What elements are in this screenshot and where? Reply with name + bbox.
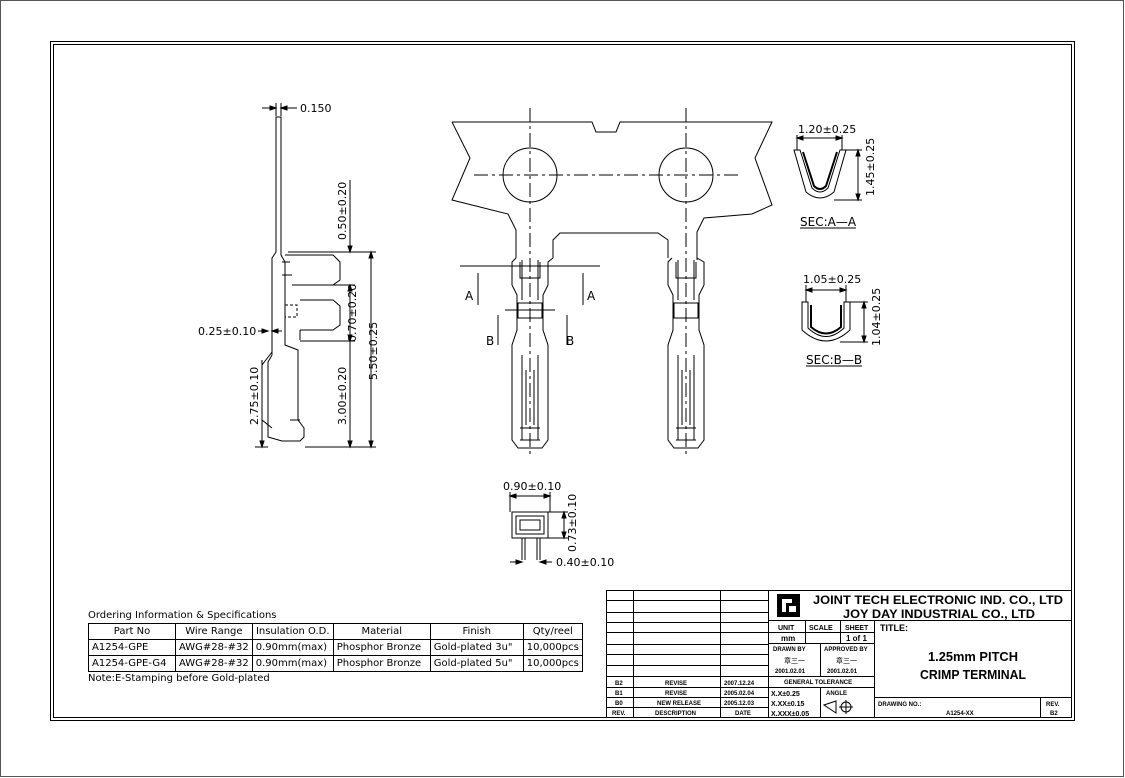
dim-550: 5.50±0.25 xyxy=(367,322,380,380)
dim-sb-height: 1.04±0.25 xyxy=(870,288,883,346)
unit-value: mm xyxy=(781,634,795,643)
dim-thickness: 0.150 xyxy=(300,102,332,115)
tolerance-2: X.XX±0.15 xyxy=(771,701,805,708)
table-row: A1254-GPE-G4 AWG#28-#32 0.90mm(max) Phos… xyxy=(88,655,583,672)
company-line2: JOY DAY INDUSTRIAL CO., LTD xyxy=(843,607,1035,621)
table-cell: 0.90mm(max) xyxy=(251,655,334,672)
table-cell: 10,000pcs xyxy=(522,639,583,656)
table-header-row: Part No Wire Range Insulation O.D. Mater… xyxy=(88,623,583,640)
column-header: Material xyxy=(332,623,431,640)
section-mark-a-right: A xyxy=(587,289,596,303)
revision-header-rev: REV. xyxy=(612,711,626,717)
tolerance-3: X.XXX±0.05 xyxy=(771,711,809,718)
drawn-date: 2001.02.01 xyxy=(775,669,806,675)
table-cell: AWG#28-#32 xyxy=(175,639,253,656)
end-view xyxy=(508,492,568,565)
ordering-caption: Ordering Information & Specifications xyxy=(88,610,277,621)
drawing-title-line2: CRIMP TERMINAL xyxy=(920,667,1026,682)
ordering-table: Part No Wire Range Insulation O.D. Mater… xyxy=(88,623,583,672)
dim-sa-height: 1.45±0.25 xyxy=(864,138,877,196)
revision-header-desc: DESCRIPTION xyxy=(655,711,696,717)
rev-value: B2 xyxy=(1050,711,1058,717)
table-cell: A1254-GPE xyxy=(88,639,176,656)
table-cell: Phosphor Bronze xyxy=(332,655,431,672)
dim-050: 0.50±0.20 xyxy=(336,182,349,240)
section-a-a-label: SEC:A—A xyxy=(800,215,857,229)
rev-label: REV. xyxy=(1046,702,1060,708)
section-mark-b-right: B xyxy=(566,334,574,348)
approved-date: 2001.02.01 xyxy=(827,669,858,675)
section-mark-a-left: A xyxy=(465,289,474,303)
table-row: A1254-GPE AWG#28-#32 0.90mm(max) Phospho… xyxy=(88,639,583,656)
dim-275: 2.75±0.10 xyxy=(248,367,261,425)
revision-desc: REVISE xyxy=(665,681,687,687)
drawn-by-label: DRAWN BY xyxy=(773,647,806,653)
dim-090: 0.90±0.10 xyxy=(503,480,561,493)
side-view xyxy=(255,103,376,449)
revision-rev: B2 xyxy=(615,681,623,687)
dim-073: 0.73±0.10 xyxy=(566,494,579,552)
revision-desc: NEW RELEASE xyxy=(657,701,701,707)
section-b-b-view xyxy=(801,285,868,367)
column-header: Wire Range xyxy=(175,623,253,640)
sheet-value: 1 of 1 xyxy=(846,634,867,643)
drawing-no: A1254-XX xyxy=(946,711,974,717)
title-block xyxy=(606,590,1072,718)
revision-rev: B0 xyxy=(615,701,623,707)
revision-date: 2005.02.04 xyxy=(724,691,755,697)
drawing-frame-inner xyxy=(53,44,1072,718)
revision-header-date: DATE xyxy=(735,711,751,717)
section-mark-b-left: B xyxy=(486,334,494,348)
company-line1: JOINT TECH ELECTRONIC IND. CO., LTD xyxy=(813,593,1063,607)
dim-040: 0.40±0.10 xyxy=(556,556,614,569)
column-header: Finish xyxy=(429,623,524,640)
dim-sb-width: 1.05±0.25 xyxy=(803,273,861,286)
revision-rev: B1 xyxy=(615,691,623,697)
column-header: Qty/reel xyxy=(522,623,583,640)
column-header: Part No xyxy=(88,623,176,640)
title-label: TITLE: xyxy=(880,623,908,633)
general-tolerance: GENERAL TOLERANCE xyxy=(784,680,852,686)
column-header: Insulation O.D. xyxy=(251,623,334,640)
unit-label: UNIT xyxy=(778,625,795,632)
section-a-a-view xyxy=(793,135,862,229)
table-cell: 0.90mm(max) xyxy=(251,639,334,656)
table-cell: Gold-plated 5u" xyxy=(429,655,524,672)
scale-label: SCALE xyxy=(809,625,833,632)
dim-025: 0.25±0.10 xyxy=(198,325,256,338)
sheet-label: SHEET xyxy=(845,625,869,632)
tolerance-1: X.X±0.25 xyxy=(771,691,800,698)
approved-signature: 章三一 xyxy=(836,656,857,665)
drawing-frame xyxy=(50,41,1075,721)
dim-070: 0.70±0.20 xyxy=(346,284,359,342)
revision-desc: REVISE xyxy=(665,691,687,697)
section-b-b-label: SEC:B—B xyxy=(806,353,862,367)
revision-date: 2007.12.24 xyxy=(724,681,755,687)
dim-sa-width: 1.20±0.25 xyxy=(798,123,856,136)
ordering-info: Ordering Information & Specifications Pa… xyxy=(88,609,583,686)
ordering-note: Note:E-Stamping before Gold-plated xyxy=(88,673,270,684)
drawing-no-label: DRAWING NO.: xyxy=(878,702,921,708)
table-cell: AWG#28-#32 xyxy=(175,655,253,672)
dim-300: 3.00±0.20 xyxy=(336,367,349,425)
drawn-signature: 章三一 xyxy=(784,656,805,665)
angle-label: ANGLE xyxy=(826,691,847,697)
carrier-strip-view xyxy=(451,108,773,455)
table-cell: 10,000pcs xyxy=(522,655,583,672)
table-cell: Gold-plated 3u" xyxy=(429,639,524,656)
approved-by-label: APPROVED BY xyxy=(824,647,868,653)
table-cell: A1254-GPE-G4 xyxy=(88,655,176,672)
revision-date: 2005.12.03 xyxy=(724,701,755,707)
drawing-title-line1: 1.25mm PITCH xyxy=(928,649,1018,664)
table-cell: Phosphor Bronze xyxy=(332,639,431,656)
